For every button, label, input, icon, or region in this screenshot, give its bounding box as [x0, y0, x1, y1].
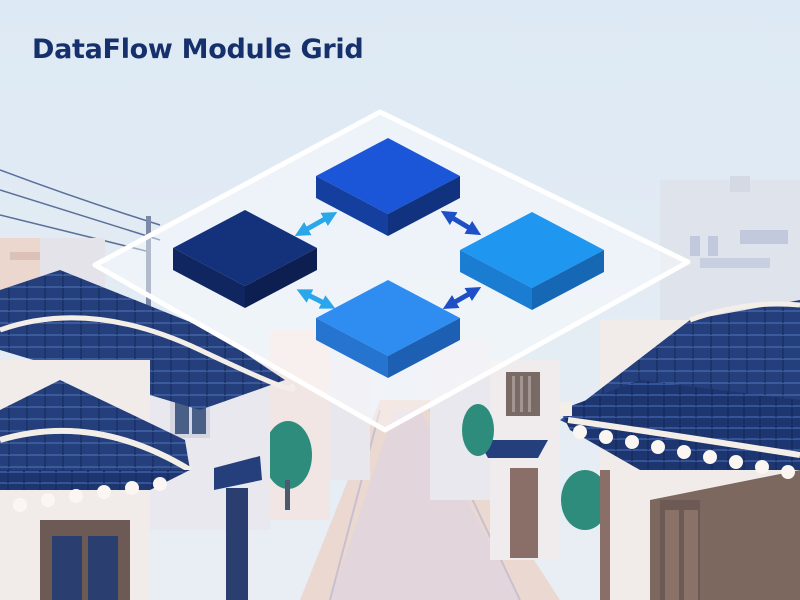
module-right[interactable]: [460, 212, 604, 310]
utility-pole: [146, 216, 151, 326]
link-arrow-left-bottom: [296, 289, 336, 309]
module-top[interactable]: [316, 138, 460, 236]
module-platform: [92, 109, 691, 433]
mid-buildings: [270, 330, 560, 560]
left-hanok: [0, 270, 296, 600]
module-left[interactable]: [173, 210, 317, 308]
module-bottom[interactable]: [316, 280, 460, 378]
link-arrow-bottom-right: [442, 287, 482, 309]
trees: [264, 404, 609, 530]
link-arrow-left-top: [294, 212, 338, 236]
link-arrow-top-right: [440, 210, 482, 236]
page-title: DataFlow Module Grid: [32, 34, 364, 65]
right-hanok: [560, 300, 800, 600]
